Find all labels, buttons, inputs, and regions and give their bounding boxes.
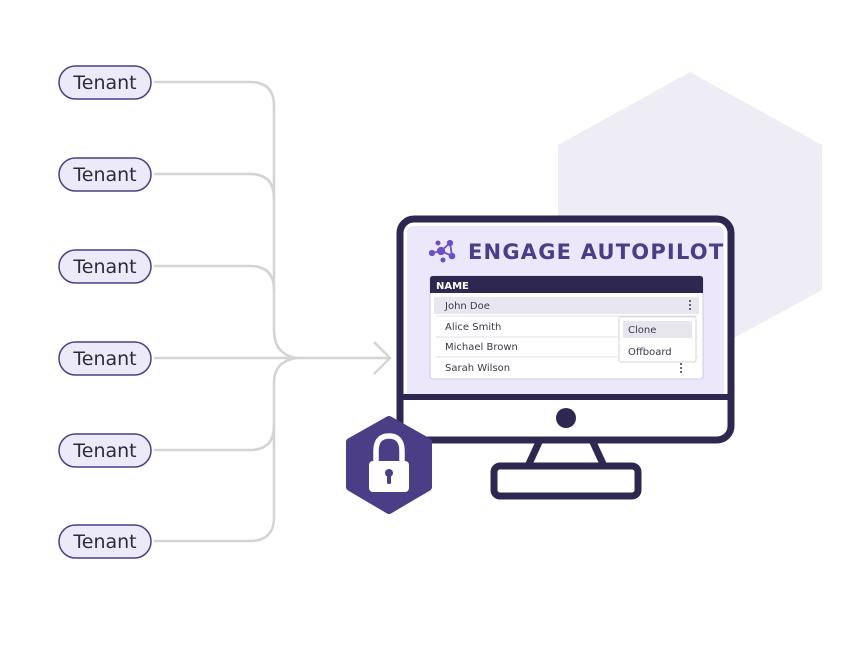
network-nodes-icon xyxy=(428,239,456,263)
tenant-pill: Tenant xyxy=(58,524,152,559)
column-header-name: NAME xyxy=(436,281,469,292)
tenant-label: Tenant xyxy=(72,256,136,278)
lock-badge xyxy=(346,416,432,514)
tenant-pill: Tenant xyxy=(58,65,152,100)
tenant-label: Tenant xyxy=(72,440,136,462)
row-name: Michael Brown xyxy=(445,342,518,353)
menu-item-offboard[interactable]: Offboard xyxy=(628,347,672,358)
tenant-label: Tenant xyxy=(72,72,136,94)
tenant-pill: Tenant xyxy=(58,249,152,284)
connector-line xyxy=(154,80,297,360)
row-name: Alice Smith xyxy=(445,322,501,333)
monitor-power-dot xyxy=(556,408,576,428)
tenant-pill: Tenant xyxy=(58,341,152,376)
tenant-label: Tenant xyxy=(72,348,136,370)
user-table: NAME John Doe Alice Smith Michael Brown … xyxy=(429,275,704,380)
table-row[interactable]: Michael Brown xyxy=(445,342,518,353)
padlock-icon xyxy=(369,433,409,492)
table-header xyxy=(430,276,703,293)
monitor-base xyxy=(490,462,642,500)
more-vertical-icon[interactable] xyxy=(689,300,691,310)
tenant-pill: Tenant xyxy=(58,433,152,468)
tenant-label: Tenant xyxy=(72,531,136,553)
more-vertical-icon[interactable] xyxy=(680,363,682,373)
table-row[interactable]: John Doe xyxy=(444,300,691,312)
tenant-list: Tenant Tenant Tenant Tenant Tenant Tenan… xyxy=(58,65,152,559)
connector-line xyxy=(154,356,297,543)
monitor: ENGAGE AUTOPILOT NAME John Doe Alice Smi… xyxy=(396,215,735,500)
table-row[interactable]: Alice Smith xyxy=(445,322,501,333)
connector-line xyxy=(154,425,276,452)
arrow-head-icon xyxy=(373,341,392,375)
monitor-neck xyxy=(524,436,608,470)
row-name: Sarah Wilson xyxy=(445,363,510,374)
menu-item-label: Offboard xyxy=(628,347,672,358)
table-row[interactable]: Sarah Wilson xyxy=(445,363,682,374)
tenant-pill: Tenant xyxy=(58,157,152,192)
brand-title: ENGAGE AUTOPILOT xyxy=(468,240,724,264)
connector-lines xyxy=(154,80,392,543)
tenant-label: Tenant xyxy=(72,164,136,186)
row-highlight xyxy=(434,297,699,314)
menu-item-clone[interactable]: Clone xyxy=(623,321,692,338)
context-menu: Clone Offboard xyxy=(618,316,697,363)
connector-line xyxy=(154,172,276,199)
connector-line xyxy=(154,264,276,291)
menu-item-label: Clone xyxy=(628,325,656,336)
row-name: John Doe xyxy=(444,301,490,312)
